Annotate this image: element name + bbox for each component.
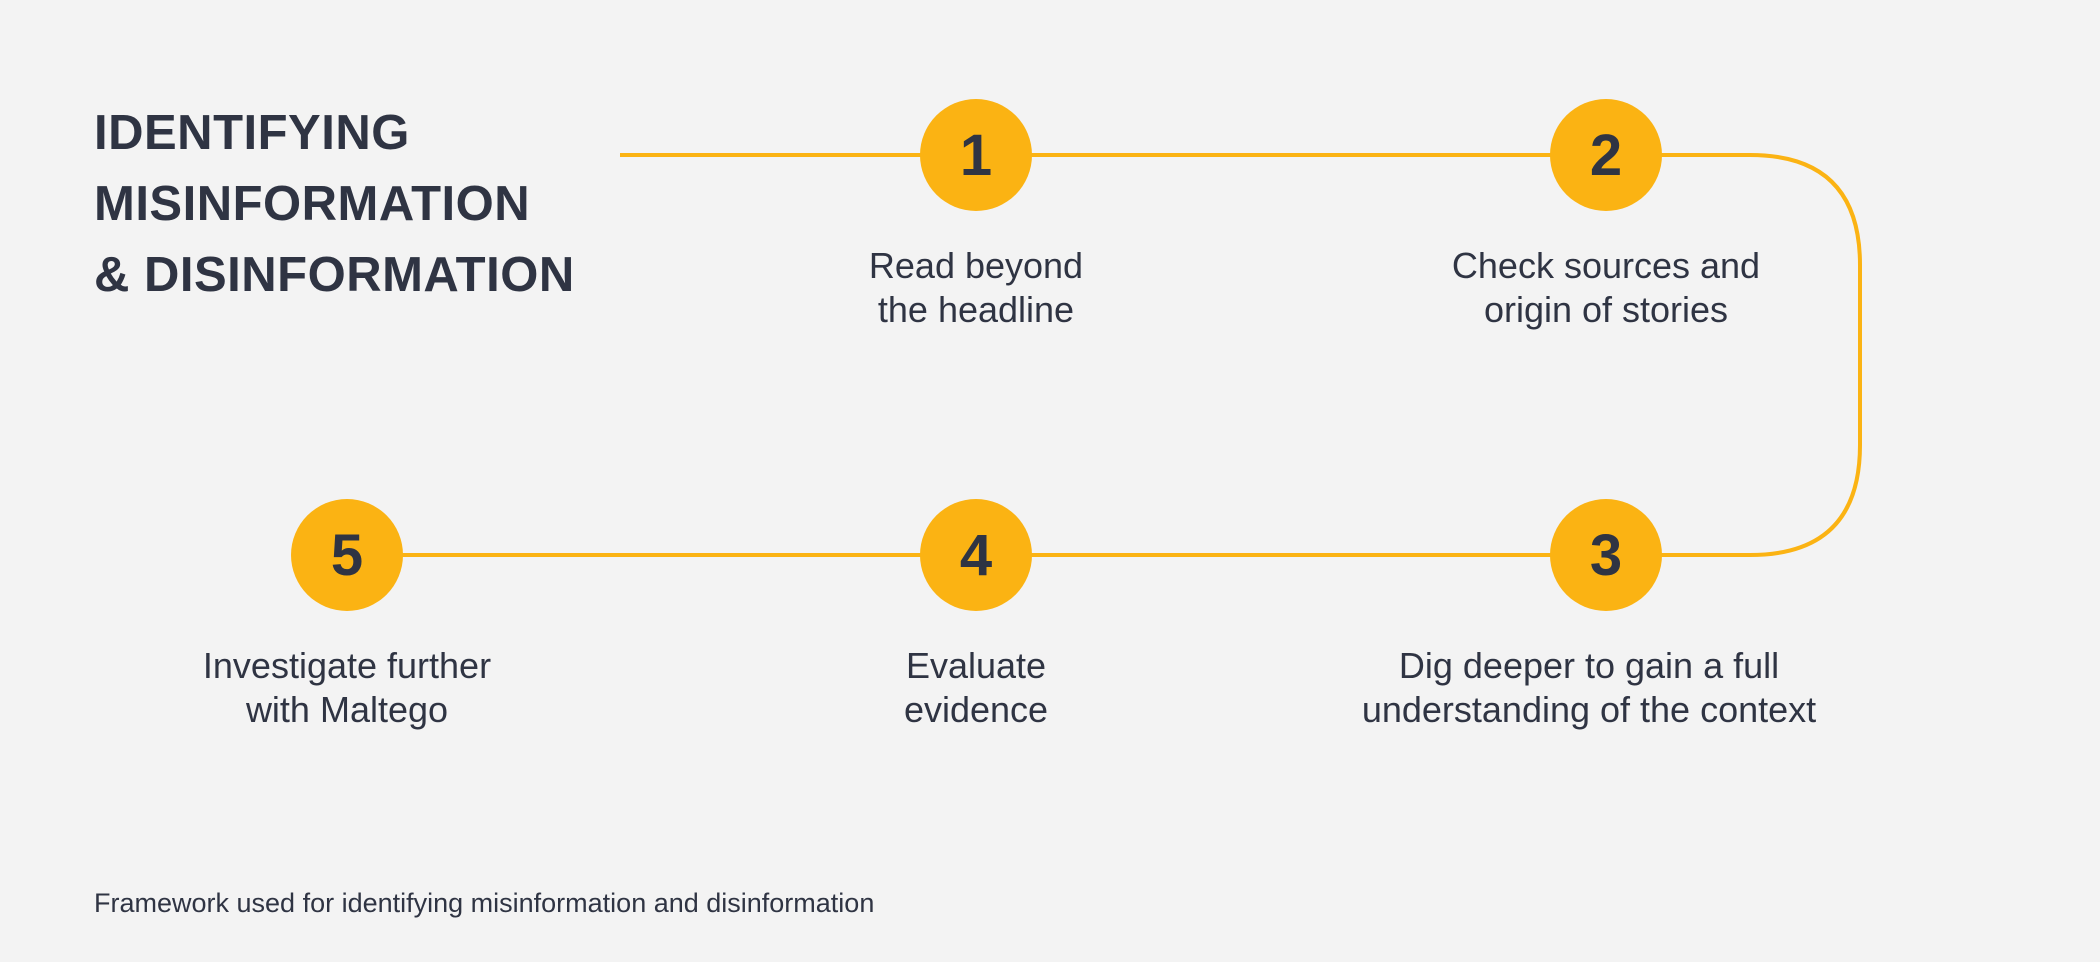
step-2-label: Check sources and origin of stories	[1346, 244, 1866, 332]
step-1-label-line-2: the headline	[877, 289, 1075, 330]
step-5-label-line-2: with Maltego	[245, 689, 449, 730]
step-2-label-line-2: origin of stories	[1483, 289, 1729, 330]
step-3-number: 3	[1589, 522, 1623, 588]
step-1-number: 1	[959, 122, 993, 188]
connector-path	[347, 153, 1862, 557]
diagram-canvas	[0, 0, 2100, 820]
step-2-number: 2	[1589, 122, 1623, 188]
step-4-circle: 4	[920, 499, 1032, 611]
figure-caption: Framework used for identifying misinform…	[94, 888, 875, 918]
step-4-label-line-2: evidence	[903, 689, 1049, 730]
step-4-label: Evaluate evidence	[716, 644, 1236, 732]
caption-band	[0, 820, 2100, 962]
title-line-1: IDENTIFYING	[94, 106, 410, 160]
process-connector-line	[347, 153, 1862, 557]
step-5-circle: 5	[291, 499, 403, 611]
step-5-label: Investigate further with Maltego	[87, 644, 607, 732]
step-3-label-line-2: understanding of the context	[1361, 689, 1817, 730]
step-1-label-line-1: Read beyond	[868, 245, 1084, 286]
step-2-label-line-1: Check sources and	[1451, 245, 1761, 286]
step-1-label: Read beyond the headline	[716, 244, 1236, 332]
step-5-label-line-1: Investigate further	[202, 645, 492, 686]
diagram-title: IDENTIFYING MISINFORMATION & DISINFORMAT…	[94, 98, 575, 311]
step-4-label-line-1: Evaluate	[905, 645, 1047, 686]
title-line-3: & DISINFORMATION	[94, 248, 575, 302]
step-3-label: Dig deeper to gain a full understanding …	[1329, 644, 1849, 732]
step-3-label-line-1: Dig deeper to gain a full	[1398, 645, 1780, 686]
title-line-2: MISINFORMATION	[94, 177, 531, 231]
step-2-circle: 2	[1550, 99, 1662, 211]
step-3-circle: 3	[1550, 499, 1662, 611]
step-1-circle: 1	[920, 99, 1032, 211]
step-5-number: 5	[330, 522, 364, 588]
step-4-number: 4	[959, 522, 993, 588]
